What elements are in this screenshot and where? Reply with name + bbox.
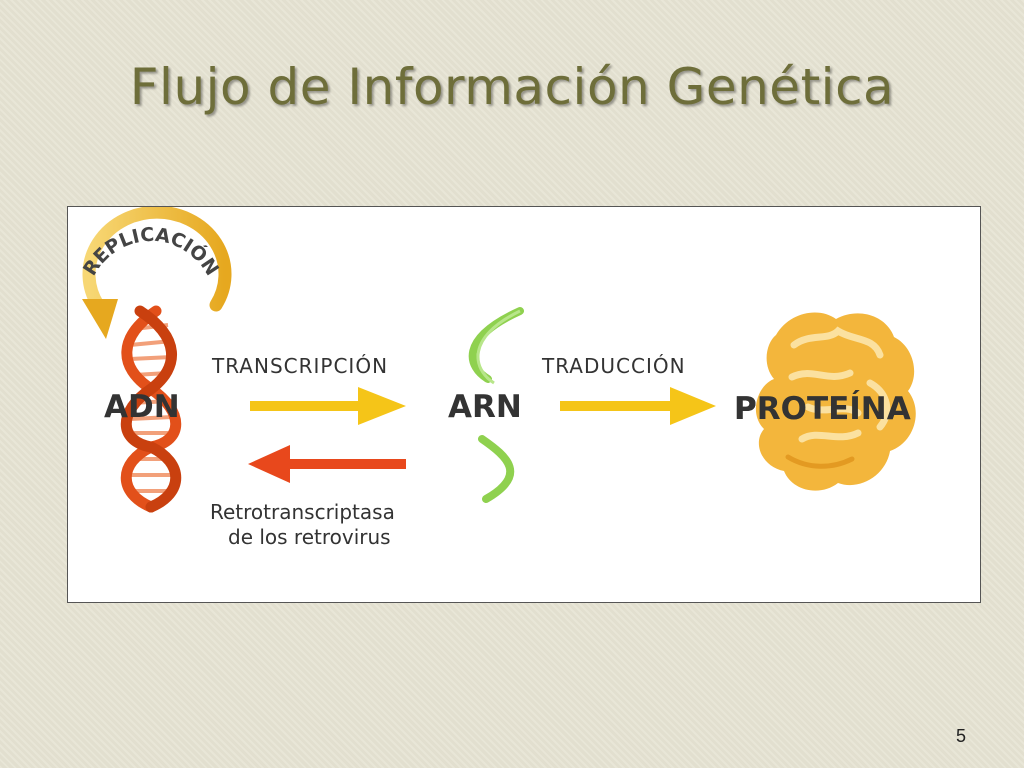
- transcription-arrow: [250, 387, 406, 425]
- rna-strand-icon: [468, 307, 524, 503]
- dna-label: ADN: [104, 389, 180, 425]
- reverse-transcription-arrow: [248, 445, 406, 483]
- translation-arrow: [560, 387, 716, 425]
- reverse-note-line1: Retrotranscriptasa: [210, 500, 395, 524]
- page-number: 5: [955, 726, 966, 746]
- protein-blob-icon: [755, 312, 916, 491]
- translation-label: TRADUCCIÓN: [541, 354, 686, 378]
- reverse-note-line2: de los retrovirus: [228, 525, 391, 549]
- replication-arc-arrow: [82, 207, 232, 339]
- dna-helix-icon: [120, 305, 182, 513]
- protein-label-overlay: PROTEÍNA: [734, 391, 911, 427]
- rna-label: ARN: [448, 389, 522, 425]
- transcription-label: TRANSCRIPCIÓN: [211, 354, 388, 378]
- diagram-canvas: REPLICACIÓN ADN ARN PROTEÍNA TRAN: [79, 207, 916, 549]
- slide-title: Flujo de Información Genética: [129, 58, 895, 116]
- genetic-flow-diagram: REPLICACIÓN ADN ARN PROTEÍNA TRAN: [67, 206, 981, 603]
